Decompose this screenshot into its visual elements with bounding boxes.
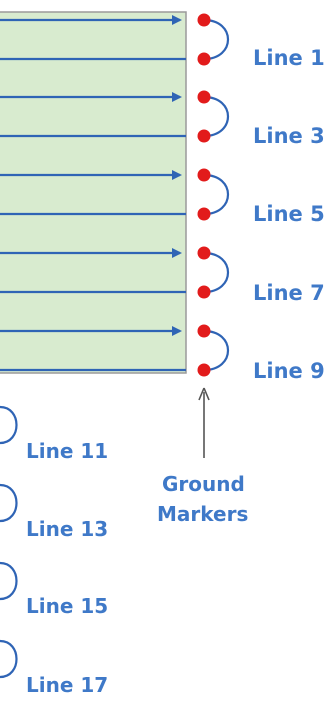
- ground-marker: [197, 52, 211, 66]
- ground-label-line-1: Ground: [162, 472, 245, 496]
- label-line-9: Line 9: [253, 359, 325, 383]
- label-line-13: Line 13: [26, 517, 108, 541]
- label-line-5: Line 5: [253, 202, 325, 226]
- left-loop-group: [0, 405, 18, 679]
- label-line-11: Line 11: [26, 439, 108, 463]
- label-line-7: Line 7: [253, 281, 325, 305]
- ground-marker: [197, 129, 211, 143]
- ground-pointer: [198, 387, 210, 458]
- jumper-loop: [203, 18, 229, 61]
- ground-marker: [197, 90, 211, 104]
- ground-label-line-2: Markers: [157, 502, 248, 526]
- left-label-group: Line 11 Line 13 Line 15 Line 17: [26, 439, 108, 697]
- ground-marker: [197, 285, 211, 299]
- ground-marker: [197, 168, 211, 182]
- ground-marker: [197, 207, 211, 221]
- label-line-1: Line 1: [253, 46, 325, 70]
- terminal-panel: [0, 11, 187, 374]
- jumper-loop: [203, 95, 229, 138]
- jumper-loop: [203, 173, 229, 216]
- jumper-loop: [203, 251, 229, 294]
- jumper-loop: [0, 639, 18, 679]
- loop-group: [197, 13, 229, 377]
- label-line-17: Line 17: [26, 673, 108, 697]
- ground-marker: [197, 363, 211, 377]
- jumper-loop: [0, 405, 18, 445]
- jumper-loop: [0, 483, 18, 523]
- ground-marker: [197, 324, 211, 338]
- ground-marker: [197, 13, 211, 27]
- wire-group: [0, 15, 186, 372]
- right-label-group: Line 1 Line 3 Line 5 Line 7 Line 9: [253, 46, 325, 383]
- label-line-15: Line 15: [26, 594, 108, 618]
- jumper-loop: [203, 329, 229, 372]
- jumper-loop: [0, 561, 18, 601]
- ground-marker: [197, 246, 211, 260]
- label-line-3: Line 3: [253, 124, 325, 148]
